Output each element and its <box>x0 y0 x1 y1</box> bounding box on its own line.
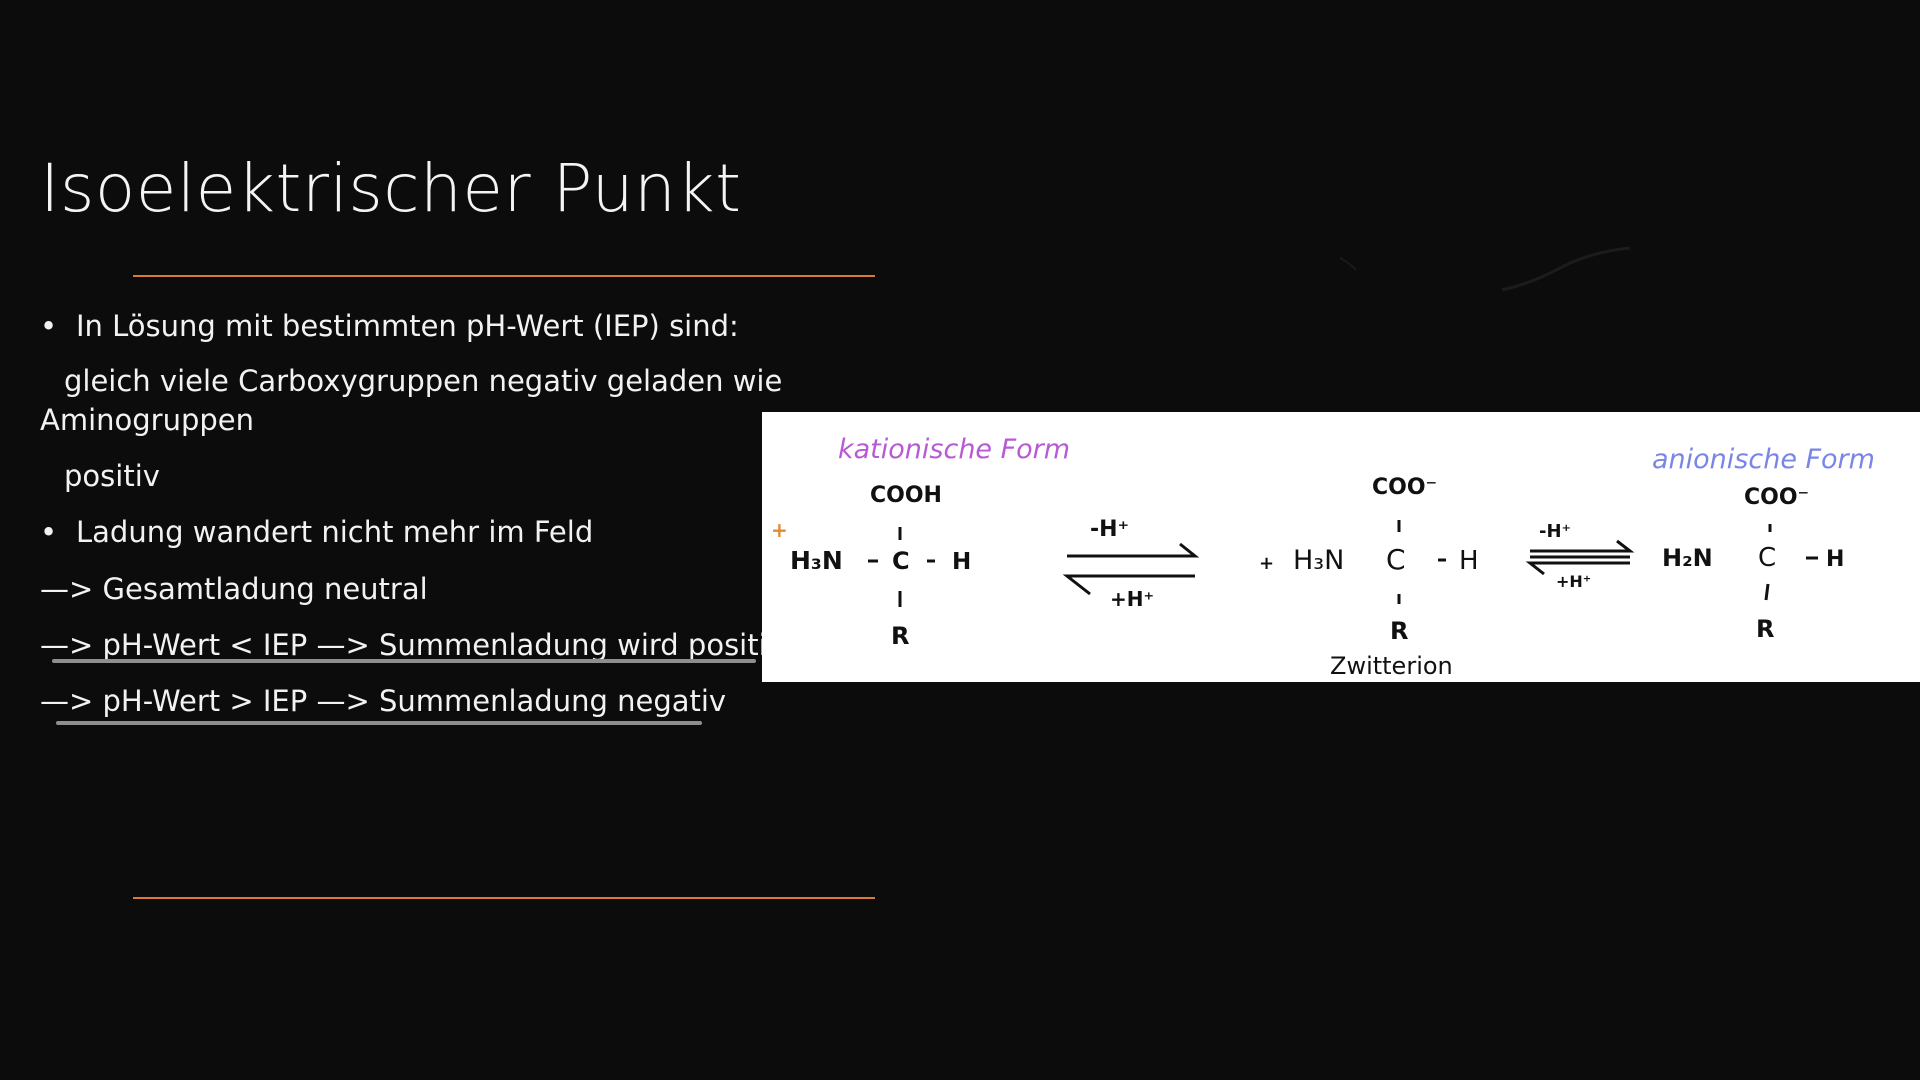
label-anionische-form: anionische Form <box>1652 444 1875 475</box>
text-line-positiv: positiv <box>64 459 160 493</box>
eq2-forward-arrow <box>1530 539 1635 553</box>
atom-h: H <box>1459 546 1479 576</box>
accent-divider-top <box>133 275 875 277</box>
group-coo-minus: COO⁻ <box>1372 475 1437 500</box>
bullet-item-1: • In Lösung mit bestimmten pH-Wert (IEP) … <box>40 307 739 345</box>
group-r: R <box>891 622 909 650</box>
bullet-text-1: In Lösung mit bestimmten pH-Wert (IEP) s… <box>76 309 739 343</box>
text-line-aminogruppen: Aminogruppen <box>40 403 255 437</box>
stray-ink-stroke <box>1339 246 1631 292</box>
group-h2n: H₂N <box>1662 544 1713 572</box>
eq2-minus-h: -H⁺ <box>1539 521 1571 542</box>
equilibrium-drawing: kationische Form anionische Form + COOH … <box>771 434 1875 680</box>
atom-h: H <box>1826 547 1844 572</box>
text-line-ph-groesser-iep: —> pH-Wert > IEP —> Summenladung negativ <box>40 684 727 718</box>
atom-c: C <box>1386 543 1406 576</box>
eq1-minus-h: -H⁺ <box>1090 517 1129 542</box>
eq1-forward-arrow <box>1067 542 1200 558</box>
bullet-dot: • <box>40 309 58 343</box>
group-h3n: H₃N <box>790 546 843 575</box>
molecule-zwitterion: + COO⁻ H₃N C H R Zwitterion <box>1259 475 1479 680</box>
group-h3n: H₃N <box>1293 545 1344 576</box>
amino-acid-equilibrium-image: kationische Form anionische Form + COOH … <box>762 412 1920 682</box>
ink-underline-2 <box>56 721 702 725</box>
label-zwitterion: Zwitterion <box>1330 652 1453 680</box>
molecule-anionic: COO⁻ H₂N C H R <box>1662 485 1844 643</box>
equilibrium-arrows-1: -H⁺ +H⁺ <box>1062 517 1200 611</box>
bullet-item-2: • Ladung wandert nicht mehr im Feld <box>40 513 593 551</box>
group-r: R <box>1756 615 1774 643</box>
accent-divider-bottom <box>133 897 875 899</box>
charge-mark-plus: + <box>771 518 788 542</box>
label-kationische-form: kationische Form <box>838 434 1070 465</box>
text-line-gesamtladung: —> Gesamtladung neutral <box>40 572 428 606</box>
bullet-dot: • <box>40 515 58 549</box>
eq2-backward-arrow <box>1525 561 1630 576</box>
molecule-cationic: + COOH H₃N C H R <box>771 483 971 650</box>
group-r: R <box>1390 617 1408 645</box>
text-line-carboxy: gleich viele Carboxygruppen negativ gela… <box>64 364 783 398</box>
bullet-text-2: Ladung wandert nicht mehr im Feld <box>76 515 594 549</box>
atom-c: C <box>892 547 910 575</box>
group-cooh: COOH <box>870 483 942 508</box>
charge-mark-plus: + <box>1259 553 1274 574</box>
equilibrium-arrows-2: -H⁺ +H⁺ <box>1525 521 1635 591</box>
group-coo-minus: COO⁻ <box>1744 485 1809 510</box>
eq1-backward-arrow <box>1062 574 1195 596</box>
eq2-plus-h: +H⁺ <box>1556 572 1591 591</box>
bond-bottom <box>1764 583 1770 601</box>
ink-underline-1 <box>52 659 756 663</box>
eq1-plus-h: +H⁺ <box>1110 587 1154 611</box>
atom-c: C <box>1758 543 1776 573</box>
text-line-ph-kleiner-iep: —> pH-Wert < IEP —> Summenladung wird po… <box>40 628 784 662</box>
slide-title: Isoelektrischer Punkt <box>40 150 742 227</box>
atom-h: H <box>952 549 971 575</box>
